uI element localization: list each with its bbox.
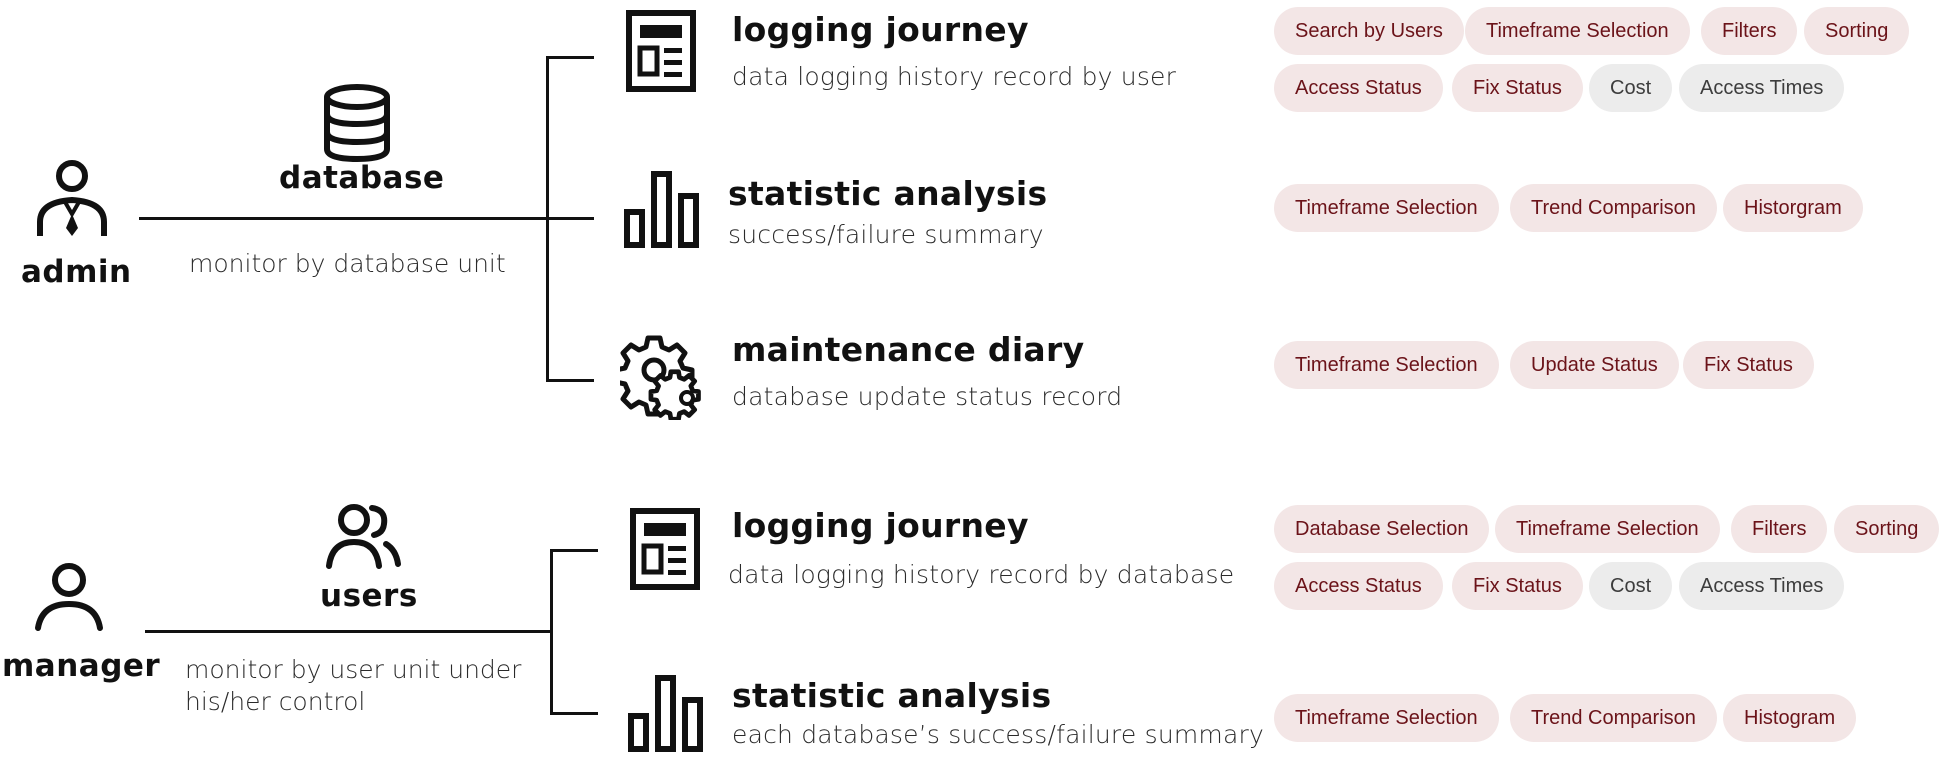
database-icon <box>324 84 390 162</box>
admin-feature-title-statistic: statistic analysis <box>728 174 1048 213</box>
manager-feature-title-logging: logging journey <box>732 506 1029 545</box>
tag-access-status[interactable]: Access Status <box>1274 562 1443 610</box>
tag-filters[interactable]: Filters <box>1701 7 1798 55</box>
tag-fix-status[interactable]: Fix Status <box>1683 341 1814 389</box>
tag-access-times[interactable]: Access Times <box>1679 64 1845 112</box>
users-unit-label: users <box>320 578 418 614</box>
database-unit-label: database <box>279 160 445 196</box>
manager-feature-subtitle-statistic: each database’s success/failure summary <box>732 720 1264 749</box>
tag-histogram[interactable]: Historgram <box>1723 184 1863 232</box>
admin-branch-top <box>546 56 594 59</box>
admin-connector-horizontal <box>139 217 594 220</box>
tag-fix-status[interactable]: Fix Status <box>1452 64 1583 112</box>
tag-fix-status[interactable]: Fix Status <box>1452 562 1583 610</box>
manager-branch-top <box>550 549 598 552</box>
admin-description: monitor by database unit <box>189 249 506 278</box>
manager-person-icon <box>35 563 103 631</box>
tag-sorting[interactable]: Sorting <box>1834 505 1940 553</box>
tag-search-by-users[interactable]: Search by Users <box>1274 7 1464 55</box>
admin-role-label: admin <box>21 254 132 290</box>
admin-feature-subtitle-maintenance: database update status record <box>732 382 1123 411</box>
tag-access-status[interactable]: Access Status <box>1274 64 1443 112</box>
tag-trend-comparison[interactable]: Trend Comparison <box>1510 694 1717 742</box>
admin-feature-subtitle-logging: data logging history record by user <box>732 62 1177 91</box>
manager-description-line1: monitor by user unit under <box>185 655 522 684</box>
tag-timeframe-selection[interactable]: Timeframe Selection <box>1274 341 1499 389</box>
tag-timeframe-selection[interactable]: Timeframe Selection <box>1465 7 1690 55</box>
manager-feature-subtitle-logging: data logging history record by database <box>728 560 1235 589</box>
tag-timeframe-selection[interactable]: Timeframe Selection <box>1274 694 1499 742</box>
tag-trend-comparison[interactable]: Trend Comparison <box>1510 184 1717 232</box>
bar-chart-icon <box>628 675 703 752</box>
manager-branch-vertical <box>550 549 553 714</box>
manager-role-label: manager <box>2 648 161 684</box>
admin-branch-vertical <box>546 56 549 381</box>
tag-histogram[interactable]: Histogram <box>1723 694 1857 742</box>
tag-database-selection[interactable]: Database Selection <box>1274 505 1490 553</box>
tag-cost[interactable]: Cost <box>1589 64 1673 112</box>
gears-icon <box>620 335 701 420</box>
admin-feature-subtitle-statistic: success/failure summary <box>728 220 1044 249</box>
document-layout-icon <box>630 508 700 590</box>
tag-cost[interactable]: Cost <box>1589 562 1673 610</box>
tag-timeframe-selection[interactable]: Timeframe Selection <box>1274 184 1499 232</box>
tag-filters[interactable]: Filters <box>1731 505 1828 553</box>
admin-feature-title-maintenance: maintenance diary <box>732 330 1085 369</box>
tag-sorting[interactable]: Sorting <box>1804 7 1910 55</box>
manager-feature-title-statistic: statistic analysis <box>732 676 1052 715</box>
manager-description-line2: his/her control <box>185 687 366 716</box>
tag-timeframe-selection[interactable]: Timeframe Selection <box>1495 505 1720 553</box>
users-icon <box>326 504 401 569</box>
admin-feature-title-logging: logging journey <box>732 10 1029 49</box>
manager-branch-bottom <box>550 712 598 715</box>
admin-person-icon <box>37 160 107 236</box>
admin-branch-bottom <box>546 379 594 382</box>
manager-connector-horizontal <box>145 630 550 633</box>
bar-chart-icon <box>624 171 699 248</box>
tag-access-times[interactable]: Access Times <box>1679 562 1845 610</box>
document-layout-icon <box>626 10 696 92</box>
tag-update-status[interactable]: Update Status <box>1510 341 1679 389</box>
